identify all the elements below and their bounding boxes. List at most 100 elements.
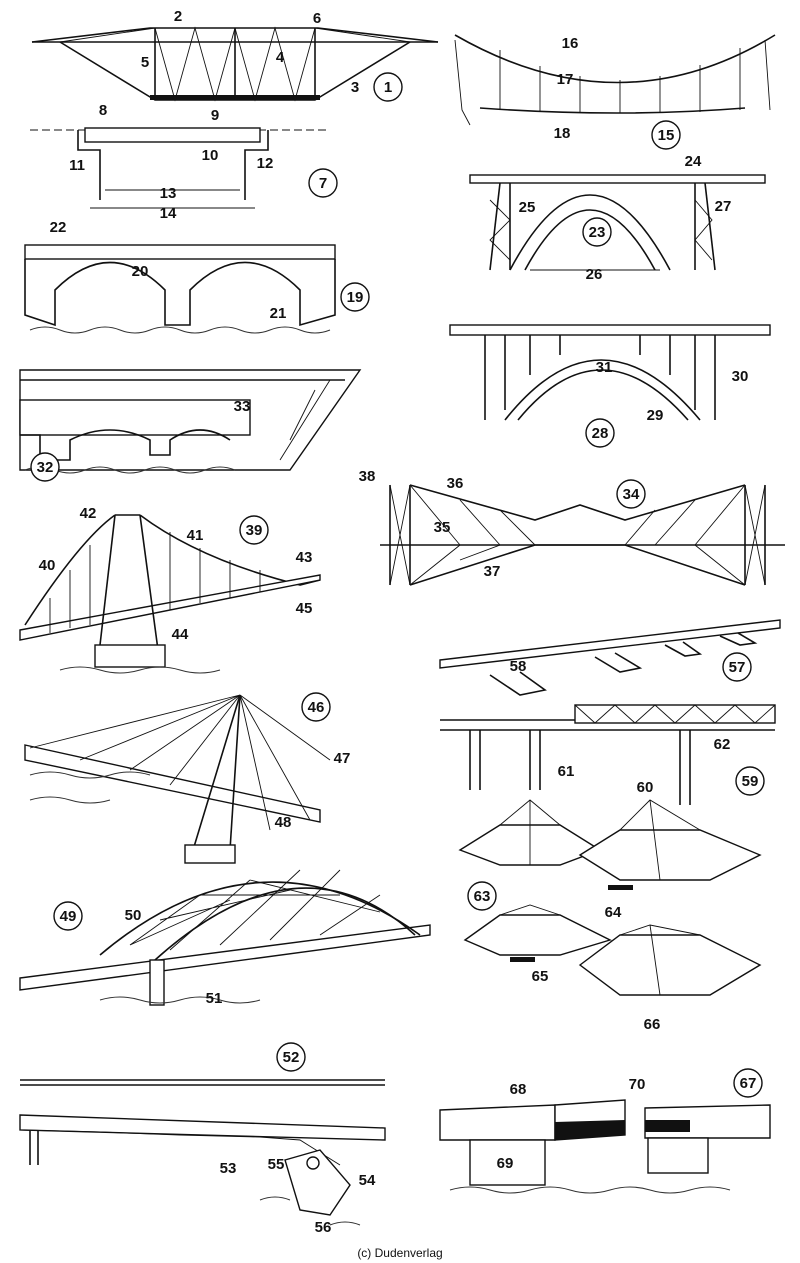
figure-number-text: 39 [246,522,263,539]
part-label: 40 [39,557,56,574]
part-label: 66 [644,1016,661,1033]
figure-number: 52 [276,1042,306,1072]
part-label: 31 [596,359,613,376]
cantilever-bridge-drawing [380,484,785,586]
part-label: 17 [557,71,574,88]
figure-number: 15 [651,120,681,150]
part-label: 41 [187,527,204,544]
part-label: 29 [647,407,664,424]
part-label: 8 [99,102,107,119]
network-arch-bridge-drawing [19,869,431,1006]
figure-number: 59 [735,766,765,796]
figure-number-text: 49 [60,908,77,925]
part-label: 55 [268,1156,285,1173]
girder-bridge-drawing [30,127,330,209]
part-label: 27 [715,198,732,215]
rope-suspension-bridge-drawing [454,34,776,126]
part-label: 4 [276,49,285,66]
part-label: 14 [160,205,177,222]
part-label: 24 [685,153,702,170]
part-label: 30 [732,368,749,385]
flat-bridge-drawing [439,619,781,696]
figure-number-text: 46 [308,699,325,716]
viaduct-truss-bridge-drawing [440,704,776,805]
figure-number-text: 32 [37,459,54,476]
figure-number-text: 34 [623,486,640,503]
figure-number: 57 [722,652,752,682]
figure-number: 7 [308,168,338,198]
part-label: 9 [211,107,219,124]
figure-numbers: 1 7 15 19 23 28 32 34 39 46 49 52 57 59 … [30,72,765,1098]
part-label: 51 [206,990,223,1007]
figure-number: 49 [53,901,83,931]
figure-number: 32 [30,452,60,482]
part-label: 25 [519,199,536,216]
part-label: 56 [315,1219,332,1236]
figure-number-text: 52 [283,1049,300,1066]
part-label: 47 [334,750,351,767]
long-girder-bridge-drawing [19,1079,386,1226]
figure-number: 23 [582,217,612,247]
part-label: 62 [714,736,731,753]
steel-arch-bridge-drawing [469,174,766,271]
drawbridge-drawing [439,1099,771,1194]
figure-number-text: 28 [592,425,609,442]
figure-number: 34 [616,479,646,509]
figure-number: 67 [733,1068,763,1098]
part-label: 50 [125,907,142,924]
part-label: 12 [257,155,274,172]
part-label: 37 [484,563,501,580]
figure-number-text: 63 [474,888,491,905]
part-label: 6 [313,10,321,27]
part-labels: 2 6 5 4 3 8 9 10 11 12 13 14 16 17 18 24… [39,8,749,1236]
pontoon-bridge-drawing [458,799,762,996]
part-label: 43 [296,549,313,566]
figure-number-text: 1 [384,79,392,96]
part-label: 61 [558,763,575,780]
part-label: 3 [351,79,359,96]
part-label: 44 [172,626,189,643]
part-label: 10 [202,147,219,164]
cable-stayed-bridge-drawing [24,694,331,864]
part-label: 5 [141,54,149,71]
part-label: 42 [80,505,97,522]
truss-bridge-drawing [31,26,439,102]
part-label: 26 [586,266,603,283]
copyright-text: (c) Dudenverlag [357,1246,442,1260]
figure-number-text: 67 [740,1075,757,1092]
part-label: 16 [562,35,579,52]
figure-number-text: 7 [319,175,327,192]
figure-number-text: 57 [729,659,746,676]
part-label: 33 [234,398,251,415]
part-label: 35 [434,519,451,536]
part-label: 11 [69,157,85,174]
part-label: 48 [275,814,292,831]
part-label: 70 [629,1076,646,1093]
part-label: 65 [532,968,549,985]
part-label: 22 [50,219,67,236]
part-label: 38 [359,468,376,485]
figure-number: 28 [585,418,615,448]
part-label: 58 [510,658,527,675]
part-label: 18 [554,125,571,142]
stone-arch-bridge-drawing [24,244,336,334]
part-label: 13 [160,185,177,202]
part-label: 36 [447,475,464,492]
part-label: 2 [174,8,182,25]
part-label: 64 [605,904,622,921]
figure-number: 1 [373,72,403,102]
part-label: 21 [270,305,287,322]
part-label: 20 [132,263,149,280]
figure-number-text: 15 [658,127,675,144]
suspension-bridge-drawing [19,514,321,674]
figure-number-text: 59 [742,773,759,790]
part-label: 53 [220,1160,237,1177]
figure-number: 39 [239,515,269,545]
covered-bridge-drawing [19,369,362,474]
part-label: 45 [296,600,313,617]
part-label: 60 [637,779,654,796]
figure-number: 19 [340,282,370,312]
part-label: 69 [497,1155,514,1172]
figure-number: 63 [467,881,497,911]
